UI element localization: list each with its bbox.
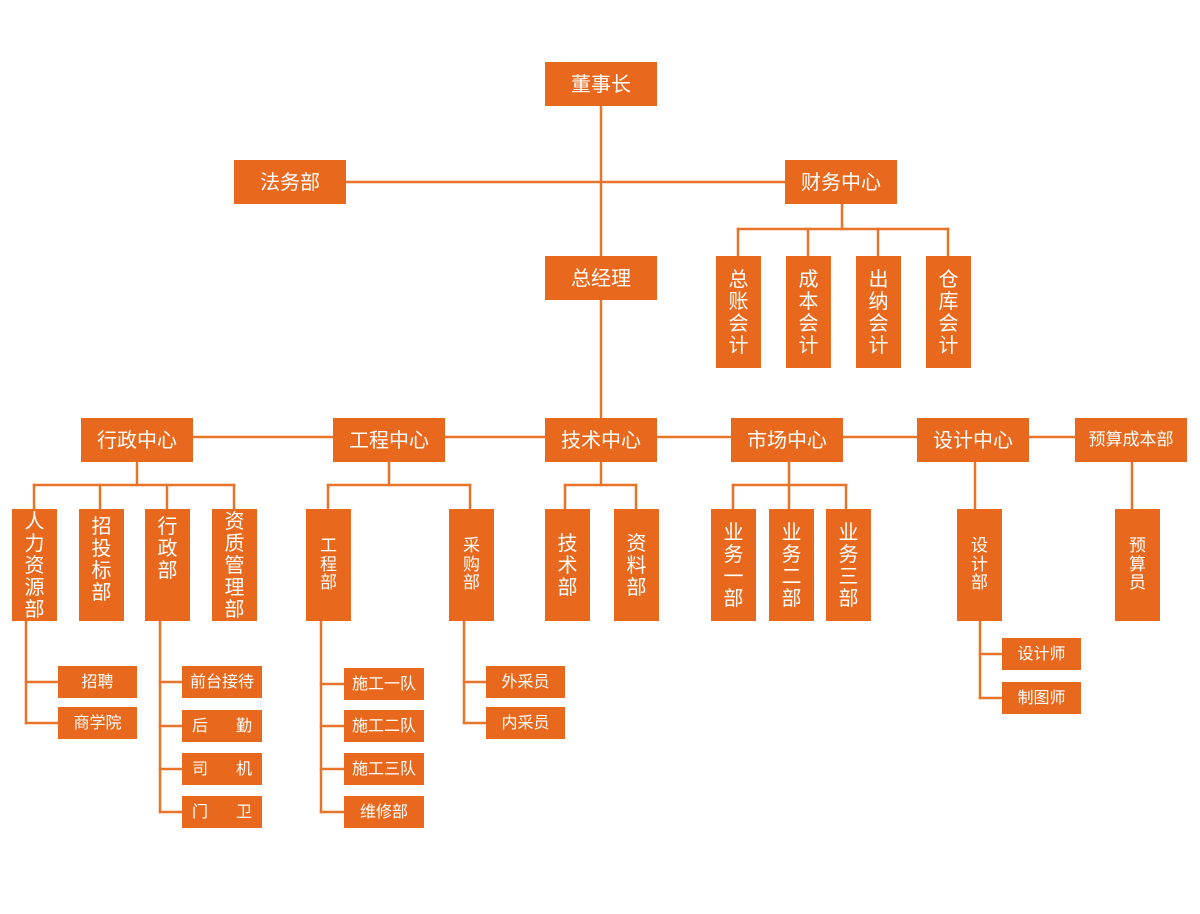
qualification-dept-box[interactable]: 资质管理部 (212, 509, 257, 621)
chairman-box[interactable]: 董事长 (545, 62, 657, 106)
external-buyer-box[interactable]: 外采员 (486, 666, 565, 698)
logistics-label-2: 勤 (235, 716, 252, 736)
bidding-dept-label: 招投标部 (91, 514, 112, 604)
tech-dept-box[interactable]: 技术部 (545, 509, 590, 621)
general-ledger-box[interactable]: 总账会计 (716, 256, 761, 368)
team-2-box[interactable]: 施工二队 (344, 710, 424, 742)
tech-center-label: 技术中心 (561, 428, 641, 452)
business-2-box[interactable]: 业务二部 (769, 509, 814, 621)
business-1-label: 业务一部 (723, 520, 744, 610)
engineering-dept-box[interactable]: 工程部 (306, 509, 351, 621)
guard-label-1: 门 (192, 802, 209, 822)
reception-label: 前台接待 (189, 672, 254, 692)
general-manager-label: 总经理 (571, 266, 631, 290)
internal-buyer-box[interactable]: 内采员 (486, 707, 565, 739)
budgeter-label: 预算员 (1129, 535, 1146, 594)
design-dept-box[interactable]: 设计部 (957, 509, 1002, 621)
hr-dept-label: 人力资源部 (24, 509, 45, 621)
recruitment-label: 招聘 (81, 672, 114, 692)
admin-dept-box[interactable]: 行政部 (145, 509, 190, 621)
cashier-label: 出纳会计 (868, 267, 889, 357)
logistics-label-1: 后 (192, 716, 209, 736)
design-center-box[interactable]: 设计中心 (917, 418, 1029, 462)
driver-label-1: 司 (192, 759, 209, 779)
reception-box[interactable]: 前台接待 (182, 666, 262, 698)
warehouse-accounting-box[interactable]: 仓库会计 (926, 256, 971, 368)
finance-center-box[interactable]: 财务中心 (785, 160, 897, 204)
business-3-box[interactable]: 业务三部 (826, 509, 871, 621)
maintenance-box[interactable]: 维修部 (344, 796, 424, 828)
designer-box[interactable]: 设计师 (1002, 638, 1081, 670)
business-1-box[interactable]: 业务一部 (711, 509, 756, 621)
business-school-box[interactable]: 商学院 (58, 707, 137, 739)
external-buyer-label: 外采员 (501, 672, 550, 692)
driver-label-2: 机 (235, 759, 252, 779)
qualification-dept-label: 资质管理部 (224, 509, 245, 621)
purchasing-dept-box[interactable]: 采购部 (449, 509, 494, 621)
cashier-box[interactable]: 出纳会计 (856, 256, 901, 368)
purchasing-dept-label: 采购部 (463, 535, 480, 594)
guard-label-2: 卫 (235, 802, 252, 822)
design-center-label: 设计中心 (933, 428, 1013, 452)
budget-cost-dept-box[interactable]: 预算成本部 (1075, 418, 1187, 462)
market-center-box[interactable]: 市场中心 (731, 418, 843, 462)
legal-dept-label: 法务部 (260, 170, 320, 194)
draftsman-box[interactable]: 制图师 (1002, 682, 1081, 714)
team-1-label: 施工一队 (351, 674, 416, 694)
tech-center-box[interactable]: 技术中心 (545, 418, 657, 462)
team-2-label: 施工二队 (351, 716, 416, 736)
draftsman-label: 制图师 (1017, 688, 1066, 708)
design-dept-label: 设计部 (971, 535, 988, 594)
team-3-label: 施工三队 (351, 759, 416, 779)
logistics-box[interactable]: 后勤 (182, 710, 262, 742)
designer-label: 设计师 (1017, 644, 1066, 664)
warehouse-accounting-label: 仓库会计 (938, 267, 959, 357)
data-dept-label: 资料部 (626, 531, 647, 599)
general-ledger-label: 总账会计 (728, 267, 749, 357)
maintenance-label: 维修部 (359, 802, 408, 822)
general-manager-box[interactable]: 总经理 (545, 256, 657, 300)
admin-center-box[interactable]: 行政中心 (81, 418, 193, 462)
business-school-label: 商学院 (73, 713, 122, 733)
team-1-box[interactable]: 施工一队 (344, 668, 424, 700)
recruitment-box[interactable]: 招聘 (58, 666, 137, 698)
budgeter-box[interactable]: 预算员 (1115, 509, 1160, 621)
bidding-dept-box[interactable]: 招投标部 (79, 509, 124, 621)
data-dept-box[interactable]: 资料部 (614, 509, 659, 621)
business-2-label: 业务二部 (781, 520, 802, 610)
engineering-dept-label: 工程部 (320, 535, 337, 594)
engineering-center-box[interactable]: 工程中心 (333, 418, 445, 462)
admin-center-label: 行政中心 (97, 428, 177, 452)
guard-box[interactable]: 门卫 (182, 796, 262, 828)
hr-dept-box[interactable]: 人力资源部 (12, 509, 57, 621)
internal-buyer-label: 内采员 (501, 713, 550, 733)
business-3-label: 业务三部 (838, 520, 859, 610)
budget-cost-dept-label: 预算成本部 (1088, 429, 1174, 450)
chairman-label: 董事长 (571, 72, 631, 96)
finance-center-label: 财务中心 (801, 170, 881, 194)
cost-accounting-label: 成本会计 (798, 267, 819, 357)
cost-accounting-box[interactable]: 成本会计 (786, 256, 831, 368)
admin-dept-label: 行政部 (157, 514, 178, 582)
driver-box[interactable]: 司机 (182, 753, 262, 785)
legal-dept-box[interactable]: 法务部 (234, 160, 346, 204)
team-3-box[interactable]: 施工三队 (344, 753, 424, 785)
market-center-label: 市场中心 (747, 428, 827, 452)
tech-dept-label: 技术部 (557, 531, 578, 599)
engineering-center-label: 工程中心 (349, 428, 429, 452)
